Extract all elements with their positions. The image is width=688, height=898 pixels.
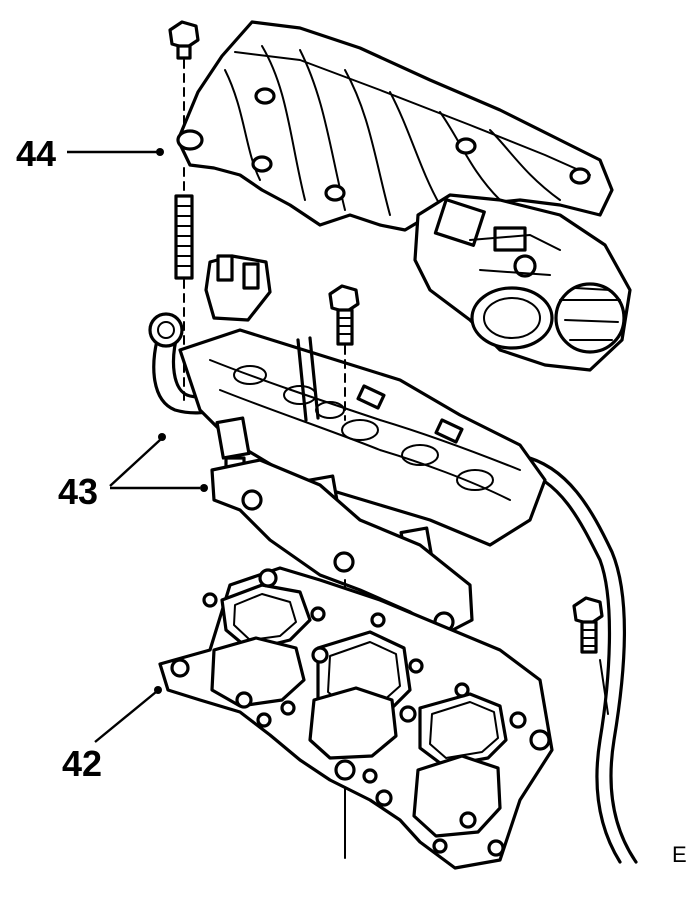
rail-bolt-center [328,284,360,859]
edge-mark-label: E [672,842,687,867]
leader-lines [67,148,208,743]
leader-43-lower-dot [200,484,208,492]
leader-42 [94,691,157,743]
callout-42: 42 [62,743,102,784]
callout-44: 44 [16,133,56,174]
lower-manifold-gasket [158,566,554,870]
callout-43: 43 [58,471,98,512]
upper-intake-manifold [176,20,614,232]
leader-43-upper [109,439,161,487]
leader-43-upper-dot [158,433,166,441]
manifold-stud-bolt [168,20,200,401]
manifold-bolt-right [572,596,609,715]
fuel-rail-assembly [148,254,638,864]
leader-44-dot [156,148,164,156]
leader-42-dot [154,686,162,694]
throttle-body [413,193,632,372]
